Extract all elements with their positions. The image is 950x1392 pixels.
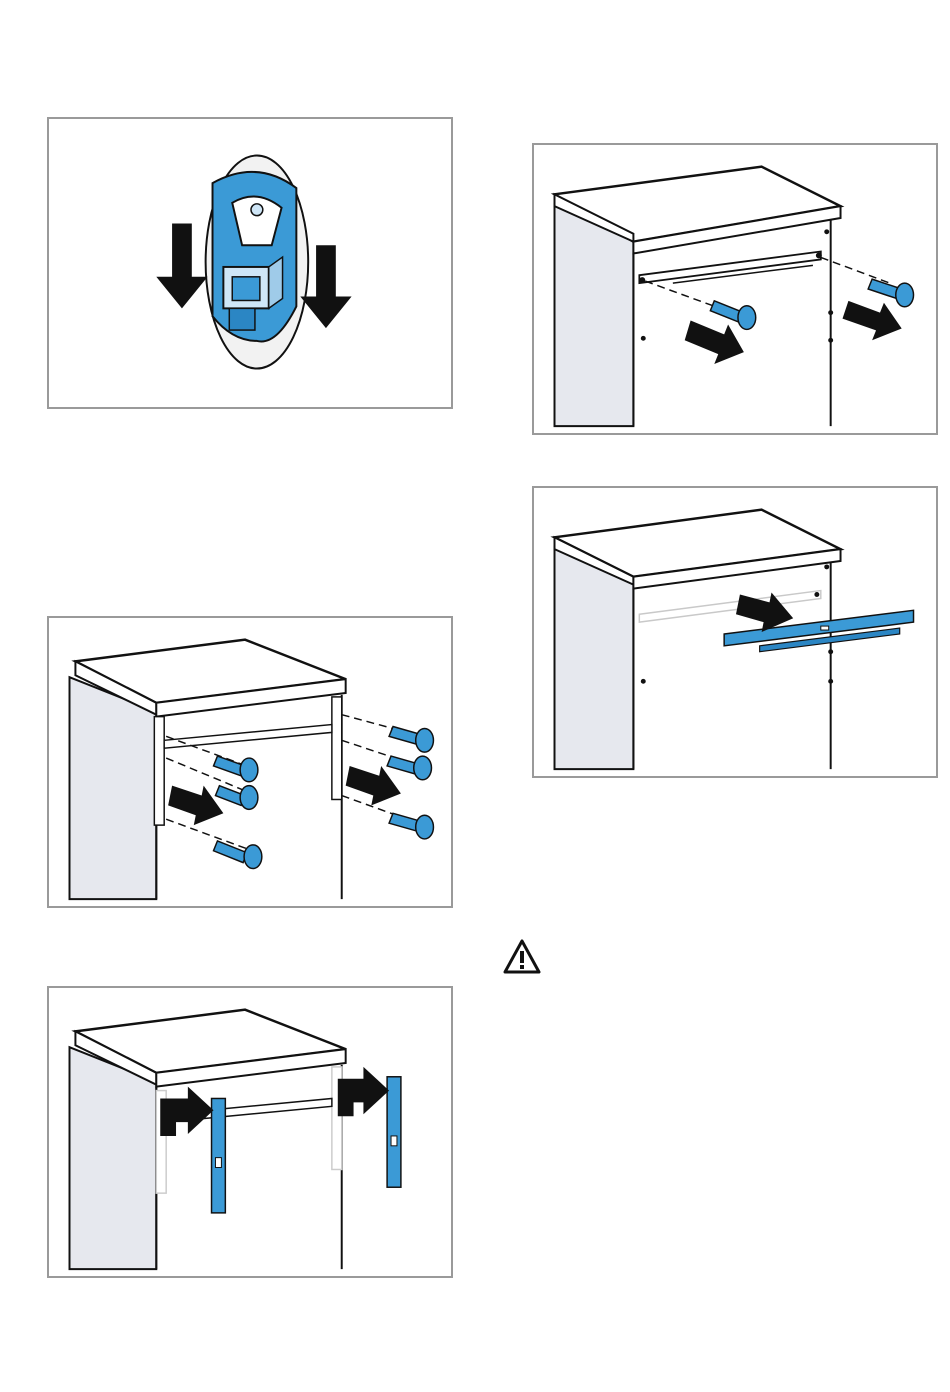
figure-horizontal-rail xyxy=(532,486,938,778)
door-clip-illustration xyxy=(49,119,451,407)
bent-arrow-icon xyxy=(160,1087,213,1136)
horizontal-rail-illustration xyxy=(534,488,936,776)
figure-side-screws xyxy=(47,616,453,908)
screw-icon xyxy=(868,279,913,307)
rear-screws-illustration xyxy=(534,145,936,433)
down-arrow-icon xyxy=(156,224,207,309)
arrow-right-icon xyxy=(685,321,744,364)
figure-door-clip xyxy=(47,117,453,409)
screw-icon xyxy=(214,756,258,782)
screw-icon xyxy=(389,813,433,839)
side-screws-illustration xyxy=(49,618,451,906)
arrow-right-icon xyxy=(168,786,223,825)
warning-triangle-icon xyxy=(502,938,542,976)
screw-icon xyxy=(389,726,433,752)
figure-rear-screws xyxy=(532,143,938,435)
screw-icon xyxy=(214,841,262,869)
arrow-right-icon xyxy=(843,301,902,340)
screw-icon xyxy=(710,301,755,330)
figure-vertical-rails xyxy=(47,986,453,1278)
screw-icon xyxy=(215,786,257,810)
vertical-rails-illustration xyxy=(49,988,451,1276)
screw-icon xyxy=(387,756,431,780)
bent-arrow-icon xyxy=(338,1067,389,1116)
